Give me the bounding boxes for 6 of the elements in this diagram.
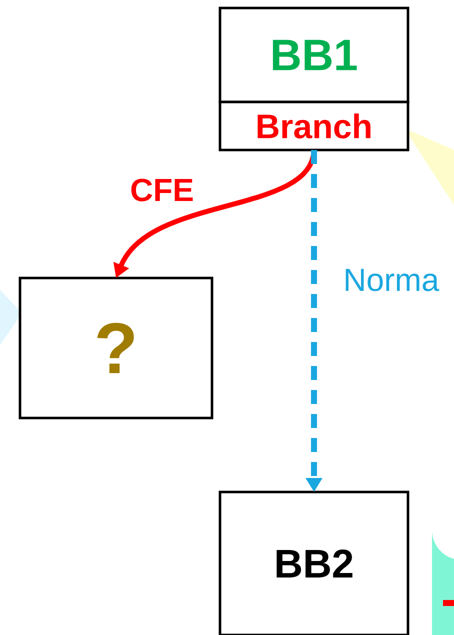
question-box: ? xyxy=(18,276,214,420)
edge-label: Norma xyxy=(342,268,440,292)
edge-label: CFE xyxy=(129,178,195,202)
block-box: BB2 xyxy=(218,490,410,635)
branch-box: Branch xyxy=(218,100,410,152)
block-box: BB1 xyxy=(218,6,410,104)
